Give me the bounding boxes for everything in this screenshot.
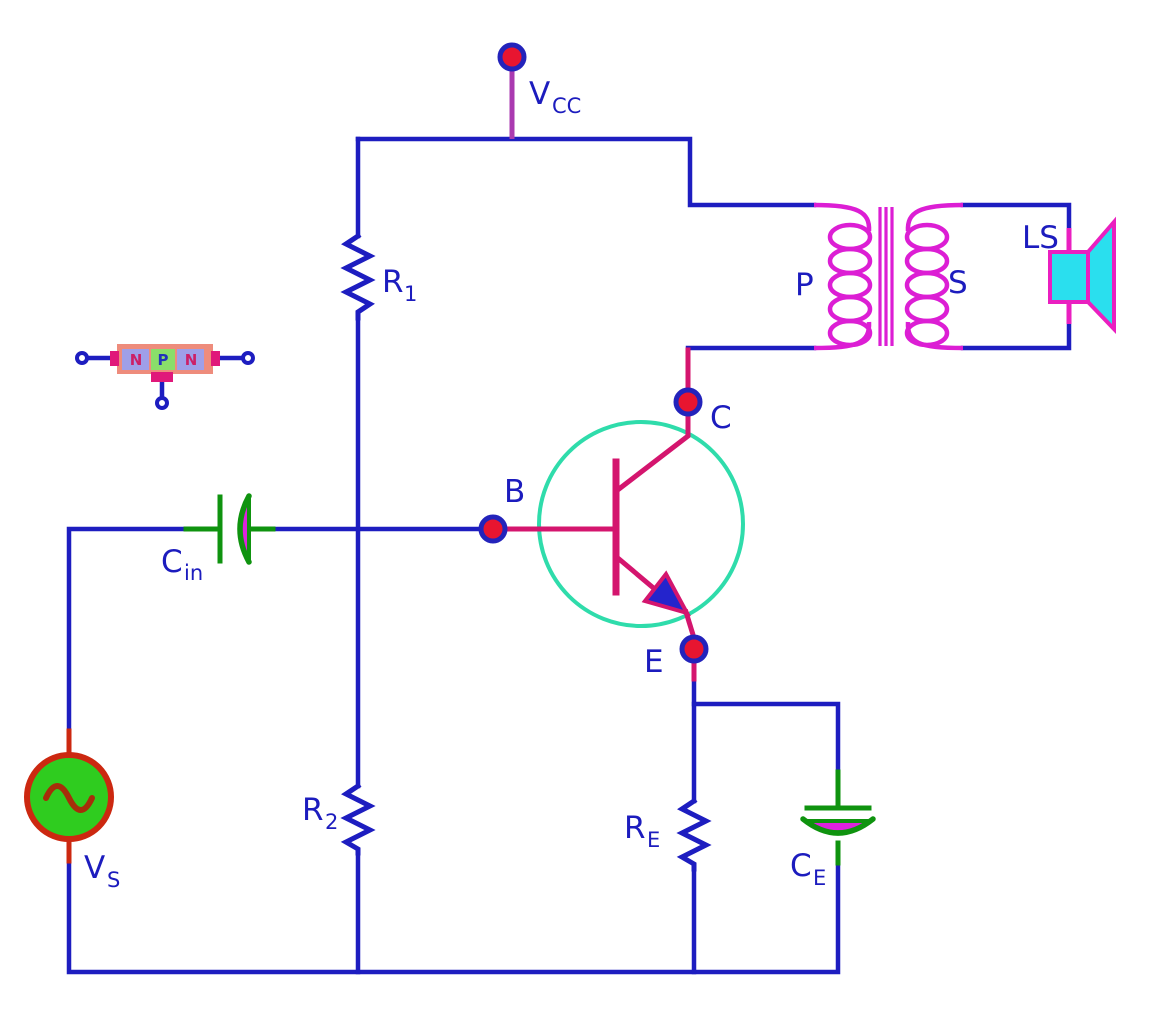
primary-loop <box>827 270 873 300</box>
npn-right-terminal <box>241 351 255 365</box>
speaker-label: LS <box>1022 220 1059 256</box>
resistor-re: R E <box>624 797 712 872</box>
npn-base-terminal <box>155 396 169 410</box>
r2-label-sub: 2 <box>325 810 338 834</box>
npn-p-label: P <box>158 351 169 369</box>
secondary-bottom-hook <box>905 321 964 351</box>
re-label-sub: E <box>647 828 660 852</box>
npn-p-region <box>151 349 175 370</box>
r2-label: R <box>302 792 324 828</box>
sine-wave-icon <box>43 783 95 813</box>
bypass-branch-wire <box>691 701 841 777</box>
secondary-loop <box>904 294 950 324</box>
secondary-label: S <box>948 265 968 301</box>
wiring <box>66 136 1072 975</box>
npn-inset-leads <box>84 355 246 401</box>
primary-loop <box>827 246 873 276</box>
loudspeaker: LS <box>1022 216 1116 334</box>
transistor-circle <box>537 420 745 628</box>
speaker-bottom-wire <box>960 319 1072 351</box>
npn-right-contact <box>211 351 220 366</box>
capacitor-ce: C E <box>790 769 876 890</box>
npn-n-left-label: N <box>130 351 143 369</box>
base-node <box>478 514 508 544</box>
vcc-label: V <box>529 76 550 112</box>
ce-label-sub: E <box>813 866 826 890</box>
source-label: V <box>84 850 105 886</box>
npn-n-right-label: N <box>185 351 198 369</box>
emitter-arrow-tail <box>682 608 698 642</box>
r2-zigzag <box>340 782 376 856</box>
primary-bottom-hook <box>813 321 872 351</box>
emitter-arrow-icon <box>641 570 692 617</box>
vcc-terminal: V CC <box>497 42 581 139</box>
secondary-loop <box>904 246 950 276</box>
speaker-body-icon <box>1048 250 1090 304</box>
ground-rail-wire <box>66 858 841 975</box>
npn-n-region-left <box>122 349 149 370</box>
base-label: B <box>504 474 525 510</box>
npn-n-region-right <box>177 349 204 370</box>
speaker-horn-icon <box>1086 216 1116 334</box>
capacitor-cin: C in <box>161 493 276 585</box>
transformer-primary-coil <box>813 202 873 351</box>
source-label-sub: S <box>107 868 120 892</box>
input-left-wire <box>66 526 189 734</box>
ce-label: C <box>790 848 812 884</box>
npn-left-contact <box>110 351 119 366</box>
primary-top-hook <box>813 202 872 232</box>
vcc-rail-wire <box>355 136 817 208</box>
secondary-loop <box>904 222 950 252</box>
re-zigzag <box>676 797 712 872</box>
re-label: R <box>624 810 646 846</box>
speaker-top-wire <box>960 202 1072 233</box>
resistor-r1: R 1 <box>340 232 417 321</box>
collector-node <box>673 387 703 417</box>
transformer-secondary-coil <box>904 202 964 351</box>
r1-label-sub: 1 <box>404 282 417 306</box>
collector-label: C <box>710 400 732 436</box>
signal-source: V S <box>24 728 120 892</box>
ce-curved-plate <box>800 816 876 836</box>
transistor-collector-lead <box>615 411 691 493</box>
npn-left-terminal <box>75 351 89 365</box>
r1-label: R <box>382 264 404 300</box>
r1-zigzag <box>340 232 376 321</box>
npn-structure-inset: N P N <box>75 344 255 410</box>
primary-loop <box>827 222 873 252</box>
cin-curved-plate <box>237 493 252 565</box>
vcc-label-sub: CC <box>552 94 581 118</box>
secondary-top-hook <box>905 202 964 232</box>
transformer-core <box>878 207 894 346</box>
primary-label: P <box>795 267 814 303</box>
primary-loop <box>827 294 873 324</box>
transistor: B C E <box>478 347 745 682</box>
cin-label-sub: in <box>184 561 203 585</box>
vcc-terminal-node <box>497 42 527 72</box>
cin-label: C <box>161 544 183 580</box>
npn-base-contact <box>151 372 173 382</box>
transformer: P S <box>795 202 968 351</box>
secondary-loop <box>904 270 950 300</box>
resistor-r2: R 2 <box>302 782 376 856</box>
emitter-node <box>679 634 709 664</box>
emitter-label: E <box>644 644 664 680</box>
